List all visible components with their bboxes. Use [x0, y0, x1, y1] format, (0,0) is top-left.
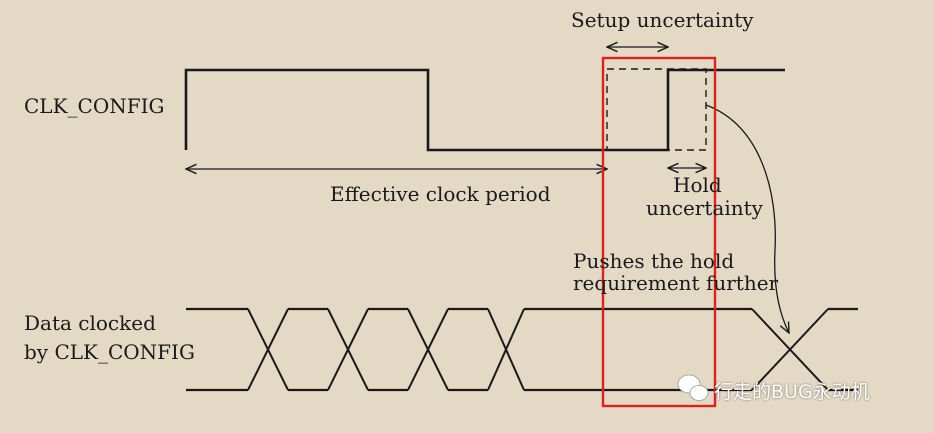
uncertainty-dashed-box: [606, 68, 707, 151]
wechat-icon: [677, 374, 709, 401]
data-clocked-label-line2: by CLK_CONFIG: [24, 340, 195, 364]
pushes-hold-label-line2: requirement further: [573, 271, 779, 295]
effective-clock-period-label: Effective clock period: [330, 182, 551, 206]
clock-waveform: [184, 68, 785, 152]
hold-uncertainty-label-line1: Hold: [673, 173, 722, 197]
data-transition-3: [407, 308, 449, 391]
clk-config-label: CLK_CONFIG: [24, 94, 165, 118]
data-clocked-label-line1: Data clocked: [24, 311, 156, 335]
setup-uncertainty-label: Setup uncertainty: [571, 8, 754, 32]
push-hold-curve-arrow: [705, 104, 789, 333]
watermark-text: 行走的BUG永动机: [714, 381, 870, 403]
data-transition-1: [247, 308, 289, 391]
hold-uncertainty-label-line2: uncertainty: [646, 196, 763, 220]
data-transition-5: [751, 308, 829, 391]
data-transition-4: [487, 308, 525, 391]
highlight-box: [601, 56, 717, 408]
pushes-hold-label-line1: Pushes the hold: [573, 249, 735, 273]
data-transition-2: [327, 308, 369, 391]
